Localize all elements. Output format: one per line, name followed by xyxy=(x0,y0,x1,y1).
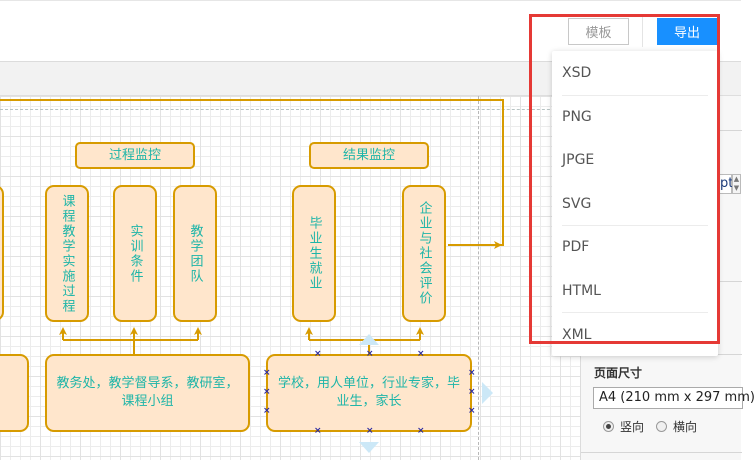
node-graduate-employment[interactable]: 毕业生就业 xyxy=(292,185,336,322)
export-option-pdf[interactable]: PDF xyxy=(562,238,590,255)
font-size-input[interactable]: pt xyxy=(718,174,733,194)
selection-handle[interactable]: × xyxy=(366,349,374,359)
radio-landscape[interactable] xyxy=(656,421,667,432)
page-break-horizontal xyxy=(0,109,580,110)
hover-arrow-right xyxy=(482,382,493,404)
node-teaching-team[interactable]: 教学团队 xyxy=(173,185,217,322)
panel-divider xyxy=(581,452,742,453)
label-result-monitor[interactable]: 结果监控 xyxy=(309,142,429,169)
export-button[interactable]: 导出 xyxy=(657,18,717,45)
landscape-label: 横向 xyxy=(673,420,698,434)
node-school-stakeholders[interactable]: 学校，用人单位，行业专家，毕业生，家长 xyxy=(266,354,472,432)
selection-handle[interactable]: × xyxy=(314,349,322,359)
selection-handle[interactable]: × xyxy=(263,387,271,397)
node-course-teaching[interactable]: 课程教学实施过程 xyxy=(45,185,89,322)
diagram-edges xyxy=(0,99,504,453)
export-option-html[interactable]: HTML xyxy=(562,282,601,299)
selection-handle[interactable]: × xyxy=(417,349,425,359)
selection-handle[interactable]: × xyxy=(314,426,322,436)
spin-down-icon[interactable]: ▼ xyxy=(733,184,740,192)
template-button[interactable]: 模板 xyxy=(568,18,629,45)
node-enterprise-evaluation[interactable]: 企业与社会评价 xyxy=(402,185,446,322)
node-partial-left-bottom[interactable] xyxy=(0,354,29,432)
export-option-svg[interactable]: SVG xyxy=(562,195,592,212)
export-option-jpge[interactable]: JPGE xyxy=(562,151,595,168)
orientation-portrait[interactable]: 竖向 xyxy=(603,418,644,435)
radio-portrait[interactable] xyxy=(603,421,614,432)
selection-handle[interactable]: × xyxy=(468,387,476,397)
spin-up-icon[interactable]: ▲ xyxy=(733,175,740,183)
node-partial-left-top[interactable] xyxy=(0,185,4,321)
menu-separator xyxy=(562,225,708,226)
selection-handle[interactable]: × xyxy=(417,426,425,436)
selection-handle[interactable]: × xyxy=(468,368,476,378)
portrait-label: 竖向 xyxy=(620,420,645,434)
selection-handle[interactable]: × xyxy=(263,406,271,416)
hover-arrow-down xyxy=(359,442,379,453)
header-divider xyxy=(642,16,643,47)
diagram-canvas[interactable]: 过程监控 结果监控 课程教学实施过程 实训条件 教学团队 毕业生就业 企业与社会… xyxy=(0,96,580,460)
orientation-landscape[interactable]: 横向 xyxy=(656,418,697,435)
menu-separator xyxy=(562,95,708,96)
page-size-select[interactable]: A4 (210 mm x 297 mm) xyxy=(593,387,755,409)
selection-handle[interactable]: × xyxy=(468,406,476,416)
node-training-conditions[interactable]: 实训条件 xyxy=(113,185,157,322)
page-break-vertical xyxy=(478,96,479,460)
hover-arrow-up xyxy=(359,334,379,345)
node-academic-affairs[interactable]: 教务处，教学督导系，教研室，课程小组 xyxy=(45,354,250,432)
selection-handle[interactable]: × xyxy=(263,368,271,378)
export-option-xml[interactable]: XML xyxy=(562,326,592,343)
label-process-monitor[interactable]: 过程监控 xyxy=(75,142,195,169)
page-size-label: 页面尺寸 xyxy=(594,366,643,380)
selection-handle[interactable]: × xyxy=(366,426,374,436)
font-size-spinner[interactable]: ▲▼ xyxy=(732,174,741,194)
export-option-xsd[interactable]: XSD xyxy=(562,64,592,81)
export-dropdown-menu: XSD PNG JPGE SVG PDF HTML XML xyxy=(552,51,718,356)
export-option-png[interactable]: PNG xyxy=(562,108,592,125)
menu-separator xyxy=(562,312,708,313)
